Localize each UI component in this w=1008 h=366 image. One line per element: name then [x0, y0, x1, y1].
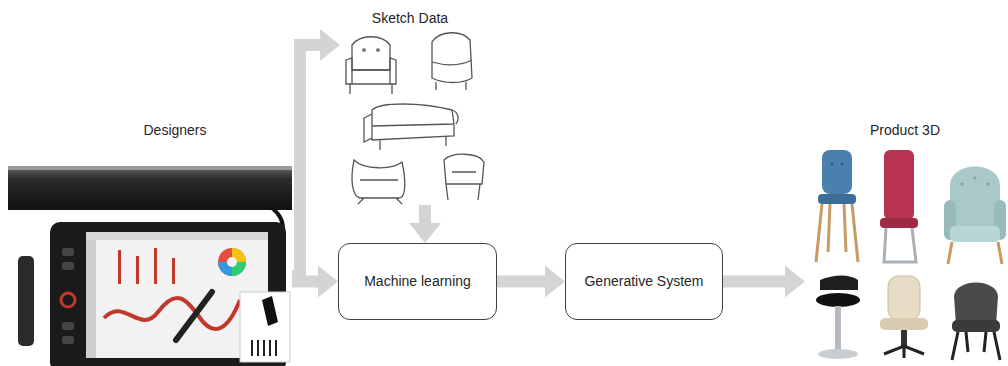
sketch-button: [363, 49, 365, 51]
chair-button: [831, 163, 834, 166]
arrow-head: [785, 266, 805, 298]
sketch-sofa: [432, 33, 472, 90]
arrow-head: [320, 29, 340, 61]
chair-legs: [948, 242, 1002, 264]
flow-arrow: [409, 205, 441, 243]
chair-seat: [818, 194, 856, 204]
sketch-armchair: [352, 37, 390, 70]
flow-arrow: [497, 266, 565, 298]
data-group: Sketch Data: [340, 8, 475, 205]
tablet-key: [62, 336, 74, 344]
armchair-back: [950, 167, 1000, 233]
screen-stroke: [104, 298, 240, 329]
chair-seat: [880, 218, 918, 228]
chair-button: [960, 182, 963, 185]
flow-arrow: [292, 29, 340, 276]
flow-arrow: [723, 266, 805, 298]
office-chair-back: [888, 276, 920, 320]
office-chair-seat: [880, 318, 928, 330]
chair-button: [986, 182, 989, 185]
armchair-seat: [950, 226, 1000, 242]
screen-toolbar: [86, 232, 268, 240]
tablet-key: [62, 322, 74, 330]
process-box: Generative System: [565, 243, 723, 320]
stool-pole: [835, 306, 841, 350]
flow-arrow: [292, 266, 338, 298]
tablet-dial: [61, 293, 75, 307]
screen-sketch: [118, 250, 121, 284]
sketch-chaise: [364, 104, 458, 150]
stylus: [176, 292, 212, 340]
office-chair-base: [884, 346, 924, 358]
pen-nib: [251, 340, 253, 356]
arrow-head: [409, 223, 441, 243]
pen-holder: [262, 296, 278, 326]
pen-case: [18, 256, 34, 346]
pen-nib: [263, 340, 265, 356]
arrow-shaft: [723, 276, 786, 288]
screen-sketch: [172, 258, 175, 284]
screen-sketch: [136, 256, 139, 284]
stool-seat: [816, 293, 860, 307]
pen-nib: [269, 340, 271, 356]
monitor: [8, 166, 292, 210]
tablet-illustration: [8, 166, 292, 366]
chair-illustration: [816, 150, 1006, 360]
arrow-head: [318, 266, 338, 298]
sketch-lounge: [352, 160, 405, 204]
pen-nib: [275, 340, 277, 356]
pen-nib: [257, 340, 259, 356]
screen-toolbox: [86, 240, 96, 358]
sketch-armchair: [346, 58, 396, 94]
group-heading: Product 3D: [870, 122, 940, 139]
tablet-key: [62, 248, 74, 256]
chair-frame: [884, 228, 916, 262]
sketch-tub-chair: [444, 154, 484, 200]
arrow-shaft: [292, 276, 319, 288]
office-chair-pole: [901, 330, 907, 346]
arrow-head: [545, 266, 565, 298]
chair-legs: [952, 332, 1000, 360]
chair-legs: [816, 204, 858, 262]
arrow-shaft: [497, 276, 546, 288]
color-wheel: [227, 257, 237, 267]
sketch-button: [377, 49, 379, 51]
actor-group: Designers: [0, 118, 292, 366]
chair-back: [822, 150, 852, 194]
dark-chair-back: [954, 283, 998, 327]
stool-base: [818, 349, 858, 359]
arrow-shaft: [292, 45, 321, 276]
color-wheel: [218, 248, 246, 276]
screen-sketch: [154, 248, 157, 284]
stool-back: [820, 276, 858, 291]
output-group: Product 3D: [805, 118, 1008, 366]
pen-stand: [240, 292, 290, 362]
arrow-shaft: [419, 205, 431, 224]
process-box: Machine learning: [338, 243, 497, 320]
group-heading: Sketch Data: [372, 10, 448, 27]
box-label: Machine learning: [364, 273, 471, 290]
chair-button: [841, 163, 844, 166]
monitor-edge: [8, 166, 292, 170]
sketch-illustration: [346, 33, 484, 204]
box-label: Generative System: [584, 273, 703, 290]
chair-back: [884, 150, 914, 220]
dark-chair-seat: [952, 320, 1000, 332]
chair-button: [973, 176, 976, 179]
group-heading: Designers: [143, 122, 206, 139]
tablet-key: [62, 262, 74, 270]
